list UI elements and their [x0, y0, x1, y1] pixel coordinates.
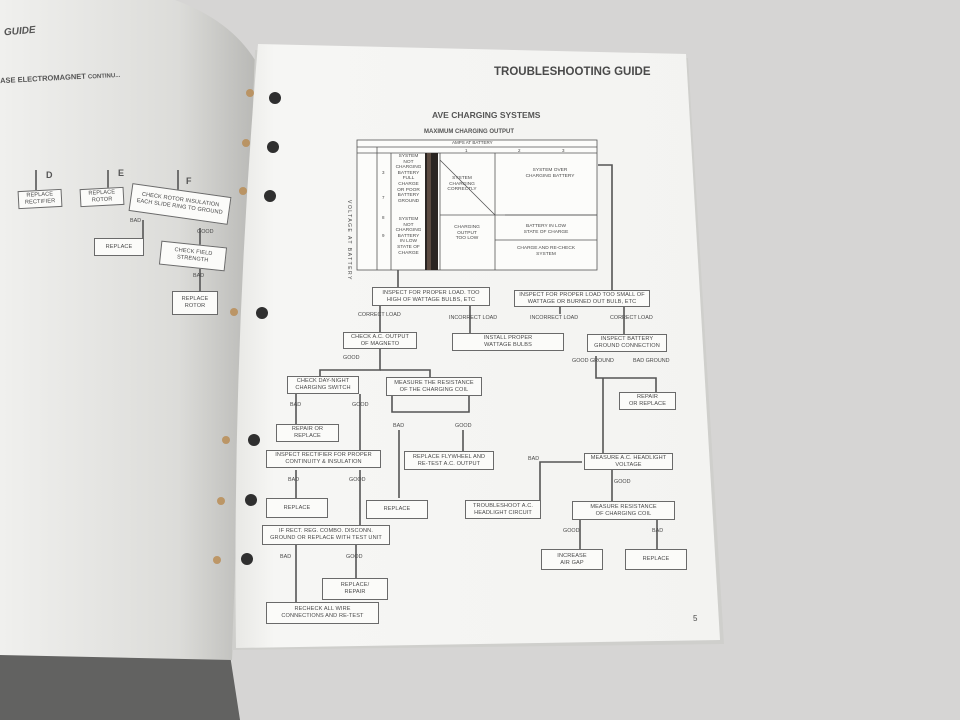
label-bad-coil2: BAD: [652, 528, 664, 534]
chart-row-8: 8: [382, 215, 385, 220]
chart-row-9: 9: [382, 233, 385, 238]
cell-over-charging: SYSTEM OVER CHARGING BATTERY: [525, 168, 575, 179]
flow-connectors: [35, 164, 658, 602]
left-label-bad-1: BAD: [130, 218, 142, 224]
col-letter-e: E: [118, 168, 125, 178]
box-install-proper-bulbs: INSTALL PROPER WATTAGE BULBS: [452, 333, 564, 351]
box-replace-c: REPLACE: [625, 549, 687, 570]
chart-side-label: VOLTAGE AT BATTERY: [346, 200, 352, 281]
box-repair-replace-left: REPAIR OR REPLACE: [276, 424, 339, 442]
label-good-headlight: GOOD: [614, 479, 631, 485]
chart-title: MAXIMUM CHARGING OUTPUT: [424, 129, 514, 135]
box-replace-b: REPLACE: [366, 500, 428, 519]
cell-output-too-low: CHARGING OUTPUT TOO LOW: [454, 225, 480, 242]
chart-col-1: 1: [465, 148, 468, 153]
right-header: TROUBLESHOOTING GUIDE: [494, 66, 651, 78]
label-bad-coil: BAD: [393, 423, 405, 429]
box-recheck-wires: RECHECK ALL WIRE CONNECTIONS AND RE-TEST: [266, 602, 379, 624]
box-check-ac-output: CHECK A.C. OUTPUT OF MAGNETO: [343, 332, 417, 349]
cell-not-charging: SYSTEM NOT CHARGING BATTERY FULL CHARGE …: [395, 154, 422, 204]
binder-holes: [241, 92, 281, 565]
box-replace-a: REPLACE: [266, 498, 328, 518]
label-good-ground: GOOD GROUND: [572, 358, 614, 364]
label-good-switch: GOOD: [352, 402, 369, 408]
label-correct-load-2: CORRECT LOAD: [610, 315, 653, 321]
box-measure-resistance-coil-2: MEASURE RESISTANCE OF CHARGING COIL: [572, 501, 675, 520]
chart-dark-band: [425, 153, 438, 270]
cell-charge-recheck: CHARGE AND RE-CHECK SYSTEM: [516, 246, 576, 257]
charging-chart-grid: [356, 139, 598, 271]
chart-row-3: 3: [382, 170, 385, 175]
box-increase-air-gap: INCREASE AIR GAP: [541, 549, 603, 570]
cell-not-charging-low: SYSTEM NOT CHARGING BATTERY IN LOW STATE…: [395, 217, 422, 256]
label-good-coil: GOOD: [455, 423, 472, 429]
chart-subtitle: AMPS AT BATTERY: [452, 140, 493, 145]
box-replace-rotor: REPLACE ROTOR: [79, 186, 125, 208]
label-incorrect-load-2: INCORRECT LOAD: [530, 315, 579, 321]
label-correct-load-1: CORRECT LOAD: [358, 312, 401, 318]
box-left-replace: REPLACE: [94, 238, 144, 256]
cell-battery-low: BATTERY IN LOW STATE OF CHARGE: [523, 224, 569, 235]
left-label-bad-2: BAD: [193, 273, 205, 279]
col-letter-f: F: [186, 176, 192, 186]
box-replace-rotor-2: REPLACE ROTOR: [172, 291, 218, 315]
box-measure-resistance-coil: MEASURE THE RESISTANCE OF THE CHARGING C…: [386, 377, 482, 396]
box-measure-headlight: MEASURE A.C. HEADLIGHT VOLTAGE: [584, 453, 673, 470]
left-page: [0, 0, 255, 660]
box-inspect-rectifier: INSPECT RECTIFIER FOR PROPER CONTINUITY …: [266, 450, 381, 468]
box-troubleshoot-headlight: TROUBLESHOOT A.C. HEADLIGHT CIRCUIT: [465, 500, 541, 519]
box-inspect-high: INSPECT FOR PROPER LOAD. TOO HIGH OF WAT…: [372, 287, 490, 306]
label-good-final: GOOD: [346, 554, 363, 560]
label-incorrect-load-1: INCORRECT LOAD: [449, 315, 498, 321]
box-inspect-battery-ground: INSPECT BATTERY GROUND CONNECTION: [587, 334, 667, 352]
chart-col-2: 2: [518, 148, 521, 153]
label-bad-ground: BAD GROUND: [633, 358, 670, 364]
box-inspect-small: INSPECT FOR PROPER LOAD TOO SMALL OF WAT…: [514, 290, 650, 307]
chart-col-3: 3: [562, 148, 565, 153]
label-good-magneto: GOOD: [343, 355, 360, 361]
box-check-day-night: CHECK DAY-NIGHT CHARGING SWITCH: [287, 376, 359, 394]
cell-charging-correctly: SYSTEM CHARGING CORRECTLY: [447, 176, 477, 193]
box-replace-rectifier: REPLACE RECTIFIER: [17, 188, 63, 210]
label-good-rect: GOOD: [349, 477, 366, 483]
section-title: AVE CHARGING SYSTEMS: [432, 110, 541, 120]
box-replace-repair: REPLACE/ REPAIR: [322, 578, 388, 600]
label-bad-rect: BAD: [288, 477, 300, 483]
chart-row-7: 7: [382, 195, 385, 200]
box-repair-replace-right: REPAIR OR REPLACE: [619, 392, 676, 410]
label-bad-switch: BAD: [290, 402, 302, 408]
box-if-rect-reg: IF RECT. REG. COMBO. DISCONN. GROUND OR …: [262, 525, 390, 545]
left-label-good-1: GOOD: [197, 229, 214, 235]
label-bad-headlight: BAD: [528, 456, 540, 462]
col-letter-d: D: [46, 170, 53, 180]
box-replace-flywheel: REPLACE FLYWHEEL AND RE-TEST A.C. OUTPUT: [404, 451, 494, 470]
page-number: 5: [693, 614, 698, 623]
label-bad-final: BAD: [280, 554, 292, 560]
label-good-coil2: GOOD: [563, 528, 580, 534]
